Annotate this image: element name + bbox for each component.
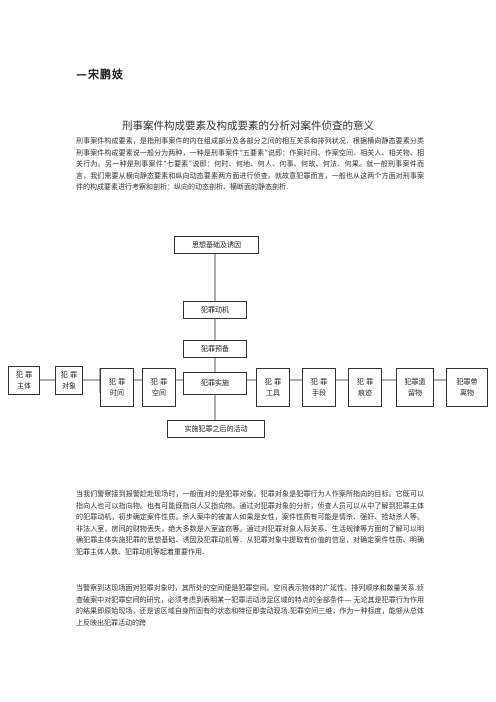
node-left-items: 犯罪遗 留物 (396, 368, 434, 407)
node-crime-traces: 犯 罪 痕迹 (348, 368, 382, 407)
node-crime-preparation: 犯罪预备 (183, 340, 247, 358)
node-ideological-basis: 思想基础及诱因 (174, 236, 259, 254)
author-signature: —宋鹏妓 (76, 68, 124, 81)
paragraph-crime-space: 当警察到达现场面对犯罪对象时，其所处的空间便是犯罪空间。空间表示物体的广延性、排… (76, 584, 424, 627)
node-crime-space: 犯 罪 空间 (142, 368, 176, 407)
node-crime-object: 犯 罪 对象 (55, 366, 83, 395)
document-title: 刑事案件构成要素及构成要素的分析对案件侦查的意义 (122, 120, 374, 132)
node-crime-subject: 犯 罪 主体 (8, 366, 40, 395)
paragraph-crime-object: 当我们警察接到报警赶赴现场时，一般面对的是犯罪对象。犯罪对象是犯罪行为人作案所指… (76, 490, 424, 556)
node-crime-time: 犯 罪 时间 (100, 368, 134, 407)
node-removed-items: 犯罪带 离物 (446, 368, 488, 407)
paragraph-intro: 刑事案件构成要素，是指刑事案件的内在组成部分及各部分之间的相互关系和排列状况．根… (76, 137, 424, 192)
node-crime-tool: 犯 罪 工具 (256, 368, 290, 407)
node-crime-means: 犯 罪 手段 (302, 368, 336, 407)
node-post-crime-activity: 实施犯罪之后的活动 (167, 420, 265, 438)
node-crime-commission: 犯罪实施 (183, 372, 247, 395)
node-criminal-motive: 犯罪动机 (183, 301, 247, 319)
